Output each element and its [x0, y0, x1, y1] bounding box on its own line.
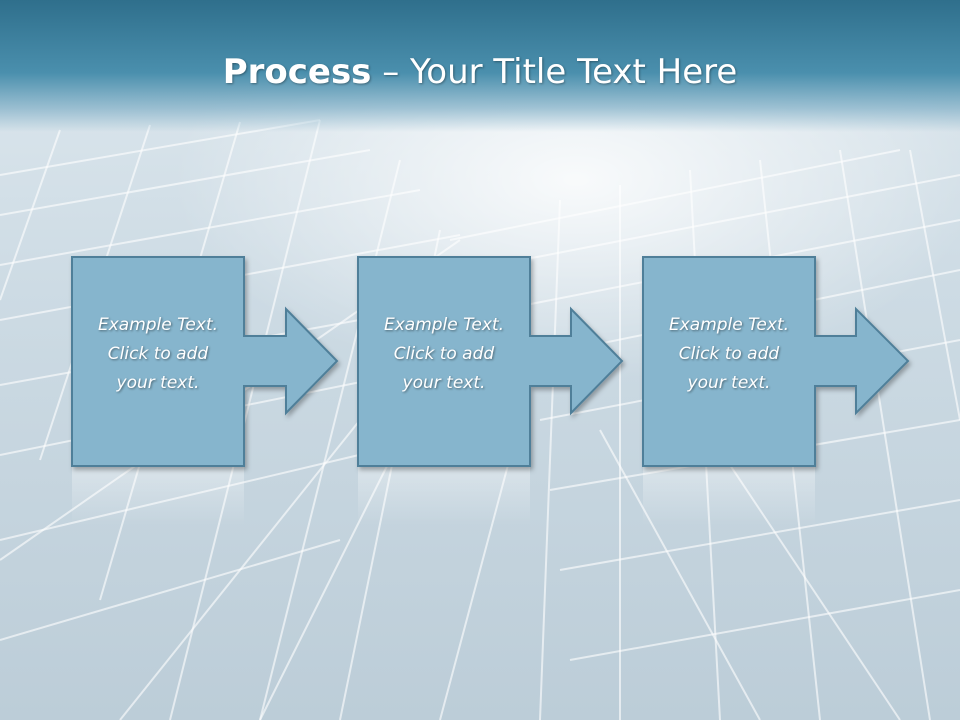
step-3-line-2: Click to add — [678, 344, 780, 364]
process-step-2-shape[interactable] — [357, 256, 624, 467]
process-step-2-text[interactable]: Example Text. Click to add your text. — [358, 311, 530, 398]
step-3-line-1: Example Text. — [668, 315, 790, 335]
process-step-1-text[interactable]: Example Text. Click to add your text. — [72, 311, 244, 398]
process-step-1-shape[interactable] — [71, 256, 339, 467]
title-bold-part: Process — [222, 52, 372, 92]
step-1-line-1: Example Text. — [97, 315, 219, 335]
title-bar — [0, 0, 960, 132]
step-1-line-3: your text. — [116, 373, 200, 393]
title-rest-part: – Your Title Text Here — [371, 52, 738, 92]
step-3-line-3: your text. — [687, 373, 771, 393]
step-reflections — [72, 466, 815, 526]
step-1-line-2: Click to add — [107, 344, 209, 364]
process-step-3-shape[interactable] — [642, 256, 910, 467]
slide-title[interactable]: Process – Your Title Text Here — [0, 52, 960, 92]
process-step-3-text[interactable]: Example Text. Click to add your text. — [643, 311, 815, 398]
step-2-line-1: Example Text. — [383, 315, 505, 335]
step-2-line-3: your text. — [402, 373, 486, 393]
step-2-line-2: Click to add — [393, 344, 495, 364]
